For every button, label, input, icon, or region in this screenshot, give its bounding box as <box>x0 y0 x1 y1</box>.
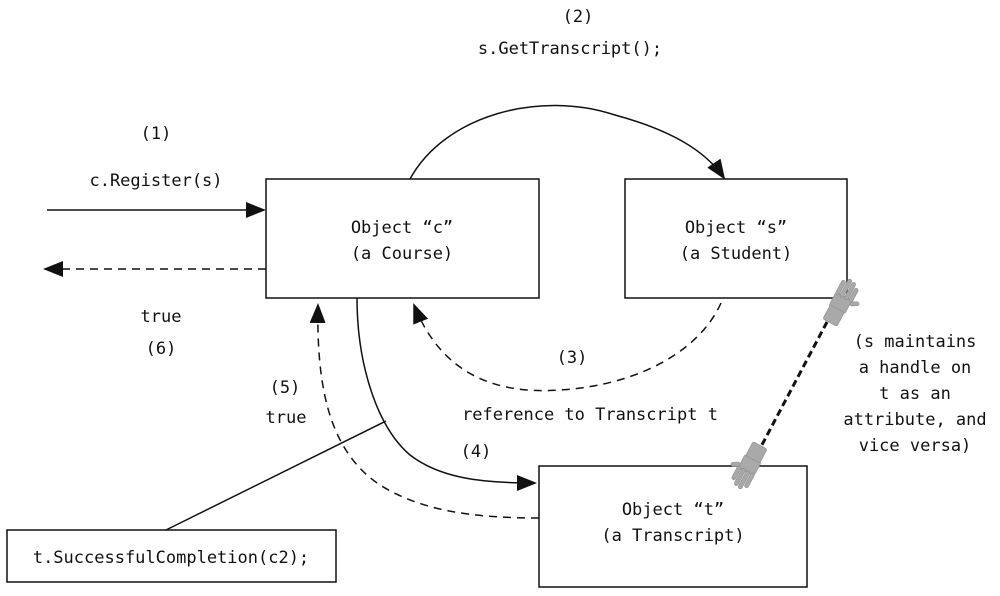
callout-text: t.SuccessfulCompletion(c2); <box>33 548 309 568</box>
object-c-class: (a Course) <box>351 244 453 264</box>
hand-icon <box>730 441 767 490</box>
object-c[interactable]: Object “c” (a Course) <box>265 178 540 299</box>
successful-completion-arrow <box>356 297 537 491</box>
step-3-label: (3) <box>557 348 588 368</box>
handle-note: (s maintains a handle on t as an attribu… <box>843 332 986 456</box>
object-c-name: Object “c” <box>351 218 453 238</box>
handle-note-line-4: attribute, and <box>843 410 986 430</box>
handle-note-line-2: a handle on <box>859 358 972 378</box>
completion-true-arrow <box>309 303 540 519</box>
handle-note-line-1: (s maintains <box>854 332 977 352</box>
object-c-box <box>265 178 540 299</box>
return-true-label: true <box>141 307 182 327</box>
object-t-class: (a Transcript) <box>601 526 744 546</box>
object-t-name: Object “t” <box>622 500 724 520</box>
object-s-class: (a Student) <box>680 244 793 264</box>
get-transcript-arrow <box>409 104 726 180</box>
step-2-label: (2) <box>563 7 594 27</box>
object-s-name: Object “s” <box>685 218 787 238</box>
object-s-box <box>624 178 848 299</box>
transcript-reference-label: reference to Transcript t <box>462 405 718 425</box>
hand-icon <box>823 278 860 327</box>
completion-true-label: true <box>266 408 307 428</box>
object-t[interactable]: Object “t” (a Transcript) <box>538 465 808 588</box>
step-5-label: (5) <box>270 378 301 398</box>
step-4-label: (4) <box>461 442 492 462</box>
object-s[interactable]: Object “s” (a Student) <box>624 178 848 299</box>
step-1-label: (1) <box>141 124 172 144</box>
handle-note-line-5: vice versa) <box>859 436 972 456</box>
callout-box <box>6 529 337 583</box>
get-transcript-label: s.GetTranscript(); <box>478 39 662 59</box>
handle-note-line-3: t as an <box>879 384 951 404</box>
step-6-label: (6) <box>146 339 177 359</box>
callout: t.SuccessfulCompletion(c2); <box>6 529 337 583</box>
handle-link-line <box>753 321 829 459</box>
transcript-reference-arrow <box>413 302 722 392</box>
register-call-label: c.Register(s) <box>89 171 222 191</box>
callout-leader-line <box>165 420 387 531</box>
object-t-box <box>538 465 808 588</box>
